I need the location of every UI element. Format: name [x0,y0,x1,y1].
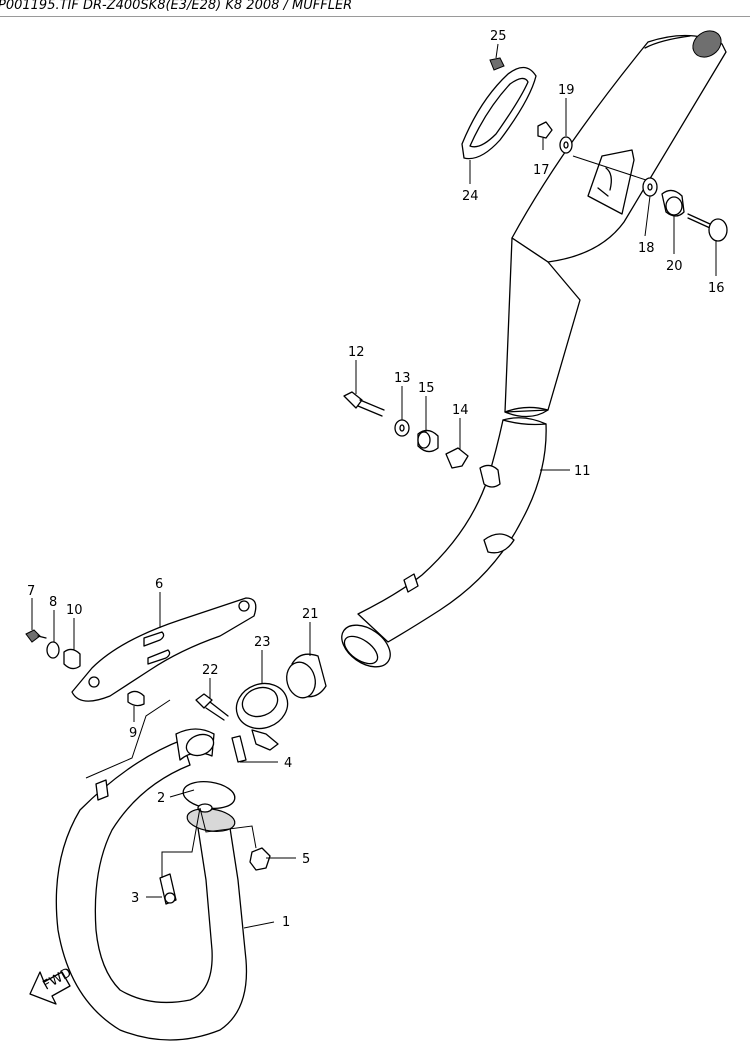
diagram-title: P001195.TIF DR-Z400SK8(E3/E28) K8 2008 /… [0,0,353,13]
page-header: P001195.TIF DR-Z400SK8(E3/E28) K8 2008 /… [0,0,750,17]
callout-6: 6 [155,577,163,592]
callout-21: 21 [302,607,319,622]
callout-10: 10 [66,603,83,618]
callout-14: 14 [452,403,469,418]
callout-15: 15 [418,381,435,396]
callout-4: 4 [284,756,292,771]
callout-1: 1 [282,915,290,930]
callout-5: 5 [302,852,310,867]
callout-3: 3 [131,891,139,906]
callout-20: 20 [666,259,683,274]
callout-labels: 1 2 3 4 5 6 7 8 9 10 11 12 13 14 15 16 1… [27,29,725,930]
mounting-band [461,66,537,160]
exhaust-clamp [235,682,289,751]
callout-25: 25 [490,29,507,44]
leader-lines [31,43,717,929]
callout-22: 22 [202,663,219,678]
muffler-body [341,30,727,668]
callout-12: 12 [348,345,365,360]
callout-9: 9 [129,726,137,741]
callout-8: 8 [49,595,57,610]
callout-24: 24 [462,189,479,204]
callout-13: 13 [394,371,411,386]
muffler-bracket [71,597,257,702]
callout-7: 7 [27,584,35,599]
callout-16: 16 [708,281,725,296]
fastener-hardware [25,57,728,905]
exhaust-pipe [55,728,248,1041]
callout-11: 11 [574,464,591,479]
callout-2: 2 [157,791,165,806]
callout-17: 17 [533,163,550,178]
forward-arrow-icon: FWD [29,965,74,1005]
callout-19: 19 [558,83,575,98]
callout-18: 18 [638,241,655,256]
muffler-seal [286,653,327,699]
callout-23: 23 [254,635,271,650]
